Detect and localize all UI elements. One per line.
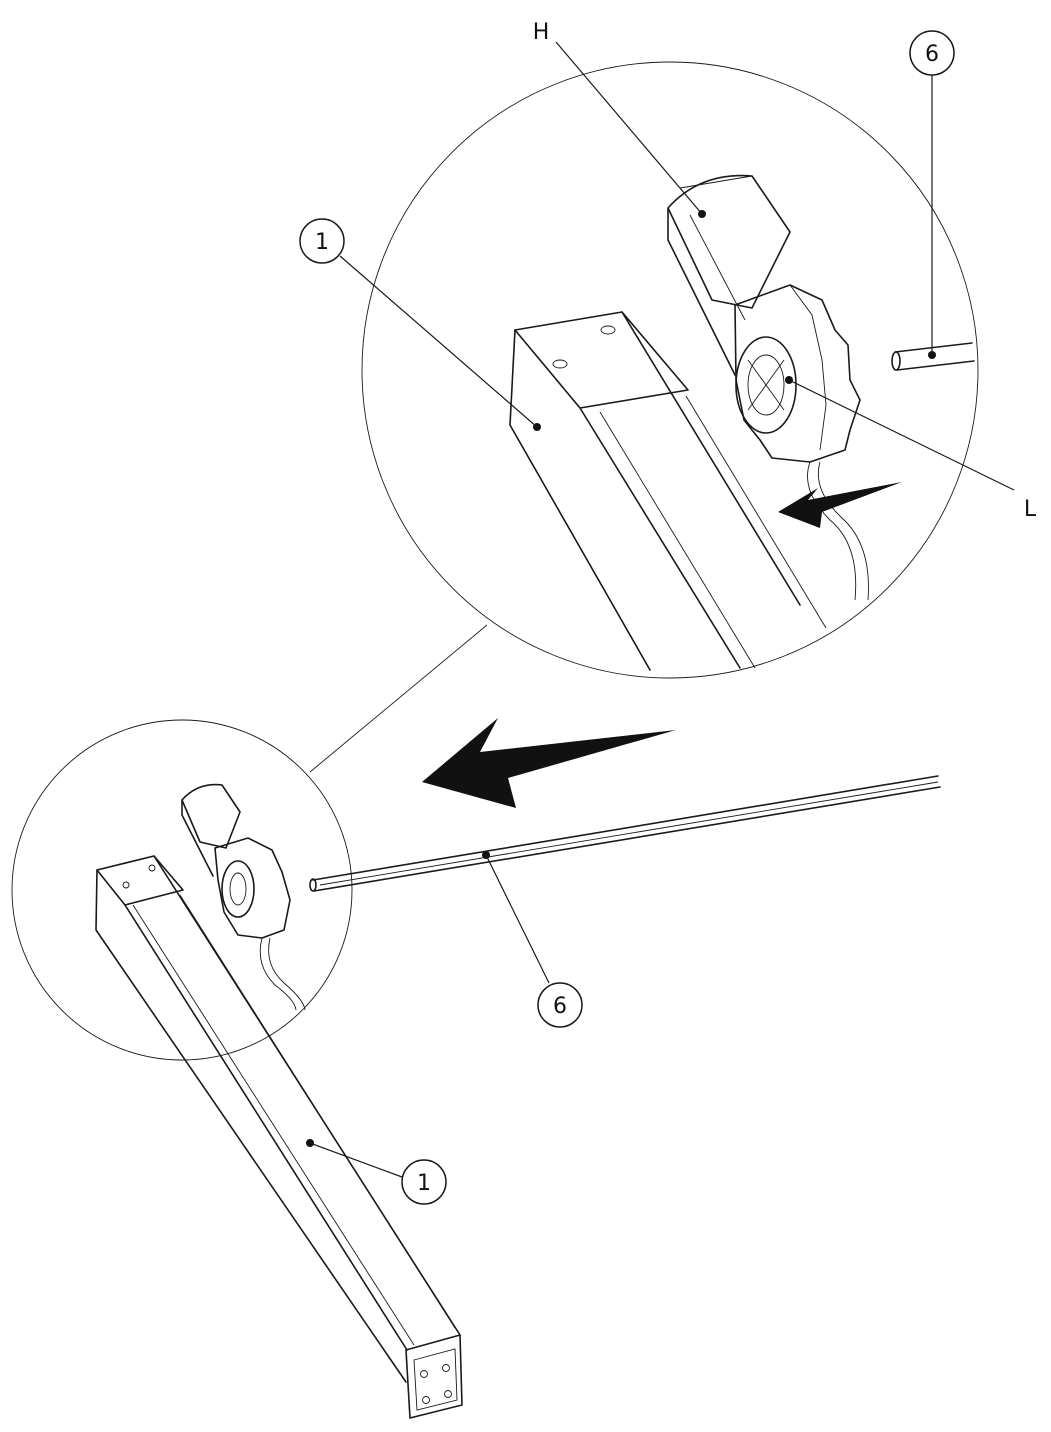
callout-main-leg-label: 1 (417, 1171, 431, 1196)
letter-gear-coupling: L (1024, 497, 1037, 522)
detail-direction-arrow (778, 482, 902, 528)
detail-shaft (891, 342, 975, 371)
detail-view (309, 41, 1015, 773)
callout-main-shaft-label: 6 (553, 994, 567, 1019)
main-leg (95, 855, 463, 1419)
detail-motor-housing (667, 174, 791, 376)
callout-detail-leg-label: 1 (315, 230, 329, 255)
callout-detail-leg: 1 (299, 218, 345, 264)
main-motor (181, 783, 306, 1011)
callout-detail-shaft-label: 6 (925, 42, 939, 67)
callout-main-shaft: 6 (537, 982, 583, 1028)
main-direction-arrow (422, 718, 676, 808)
callout-detail-shaft: 6 (909, 30, 955, 76)
main-view (11, 718, 941, 1419)
detail-circle (361, 61, 979, 679)
main-detail-circle (11, 719, 353, 1061)
main-shaft (309, 775, 941, 892)
detail-gear-coupling (734, 284, 869, 601)
callout-main-leg: 1 (401, 1159, 447, 1205)
letter-motor-housing: H (533, 20, 550, 45)
detail-connector-line (309, 624, 488, 773)
detail-leg (509, 311, 827, 671)
